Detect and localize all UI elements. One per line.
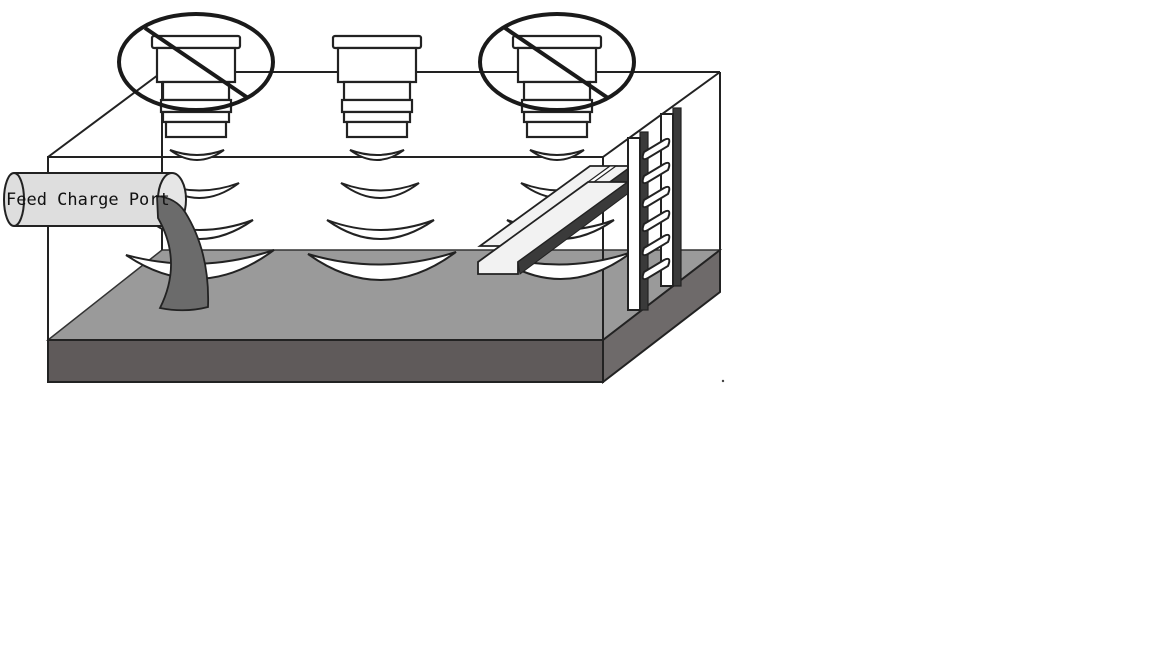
sensor-center [331,34,423,139]
pour-stream [156,194,210,312]
internal-structure [477,107,682,311]
sensor-left [150,34,242,139]
ladder-rungs [641,137,671,281]
ladder-rail-dark [672,107,682,287]
pipe-body [14,173,172,226]
stray-mark [721,379,725,383]
feed-charge-port-label: Feed Charge Port [6,190,170,210]
pipe-back-end [3,172,25,227]
prohibited-icon [478,12,636,112]
feed-pipe: Feed Charge Port [3,172,210,312]
material-front-face [47,339,604,383]
waves-center [307,149,457,281]
ladder-rail-front [627,137,641,311]
prohibited-icon [117,12,275,112]
